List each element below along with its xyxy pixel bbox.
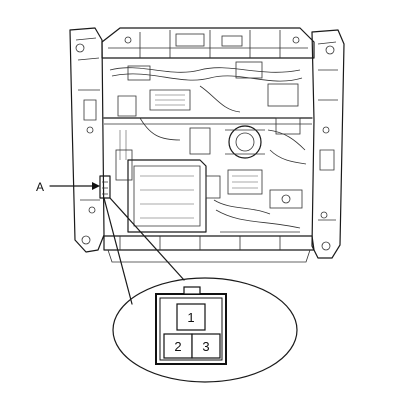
bottom-cross-member [103,235,315,263]
top-cross-member [101,27,315,59]
pin-2-label: 2 [174,339,181,354]
pin-3-label: 3 [202,339,209,354]
pin-1-cell [176,303,206,331]
middle-section [103,117,313,165]
upper-harness [109,61,303,117]
magnifier-leader [103,197,185,305]
pin-1-label: 1 [187,310,194,325]
lower-right-area [213,169,303,233]
right-side-rail [311,29,345,259]
connector-a [99,175,111,199]
pin-3-cell [191,333,221,359]
callout-a-leader [49,182,100,190]
detail-ellipse [112,277,298,383]
connector-face [155,286,227,365]
left-side-rail [69,27,105,253]
callout-label: A [36,180,44,194]
seat-frame-assembly [69,27,345,263]
control-module [115,149,221,233]
